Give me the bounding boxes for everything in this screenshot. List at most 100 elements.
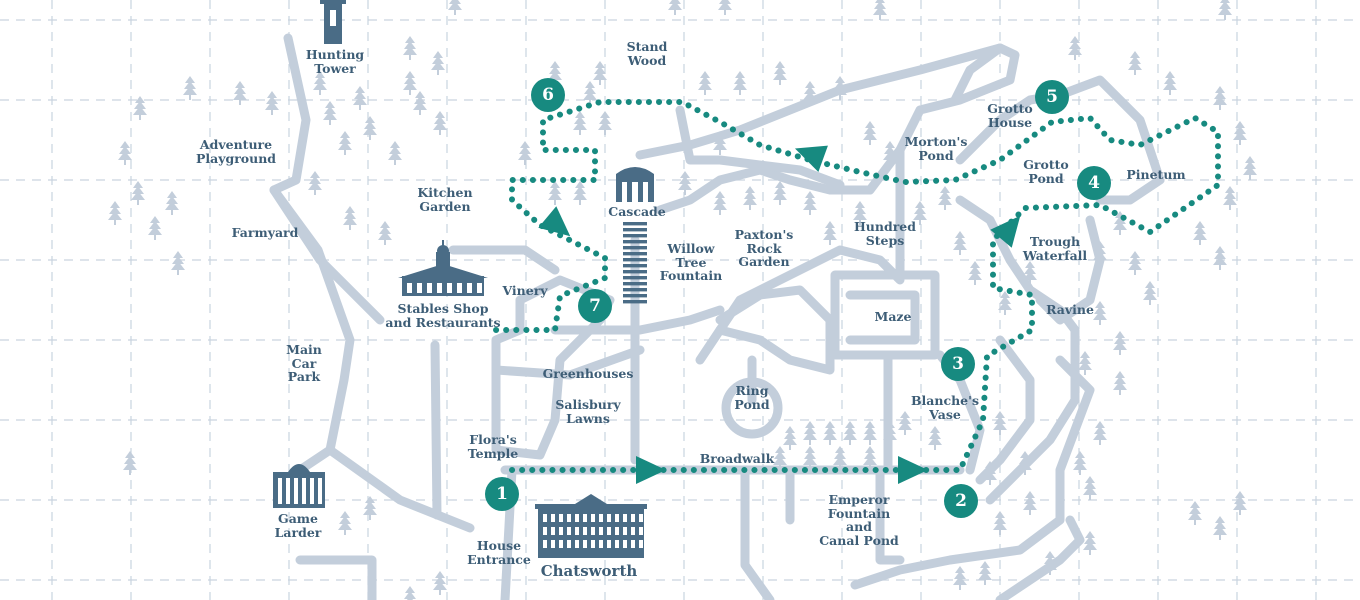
route-arrow-icon <box>990 215 1021 248</box>
tree-icon <box>718 0 732 15</box>
stop-7[interactable]: 7 <box>578 289 612 323</box>
tree-icon <box>598 111 612 135</box>
tree-icon <box>913 201 927 225</box>
label-greenhouses: Greenhouses <box>542 366 634 381</box>
tree-icon <box>108 201 122 225</box>
tree-icon <box>993 511 1007 535</box>
tree-icon <box>898 411 912 435</box>
tree-icon <box>338 131 352 155</box>
label-emperor-fountain: Emperor Fountain and Canal Pond <box>819 492 899 548</box>
path-rock-garden-2 <box>695 245 905 365</box>
tree-icon <box>133 96 147 120</box>
tree-icon <box>953 231 967 255</box>
tree-icon <box>123 451 137 475</box>
tree-icon <box>148 216 162 240</box>
path-southeast <box>995 515 1085 600</box>
tree-icon <box>313 71 327 95</box>
tree-icon <box>1193 221 1207 245</box>
label-mortons-pond: Morton's Pond <box>904 134 968 163</box>
tree-icon <box>873 0 887 20</box>
label-game-larder: Game Larder <box>274 511 322 540</box>
tree-icon <box>403 71 417 95</box>
label-floras-temple: Flora's Temple <box>467 432 519 461</box>
stables-icon <box>398 240 488 296</box>
path-north-loop-2 <box>675 105 845 190</box>
tree-icon <box>388 141 402 165</box>
path-rock-garden-loop <box>715 285 835 375</box>
tree-icon <box>863 421 877 445</box>
label-ravine: Ravine <box>1046 302 1094 317</box>
route-arrows <box>538 145 1021 484</box>
tree-icon <box>1023 491 1037 515</box>
path-east-3 <box>850 355 1095 590</box>
route-arrow-icon <box>538 206 571 237</box>
tree-icon <box>938 186 952 210</box>
path-farmyard-car-park <box>269 185 385 325</box>
tree-icon <box>1113 331 1127 355</box>
tree-icon <box>448 0 462 15</box>
tree-icon <box>1113 371 1127 395</box>
path-north-loop <box>635 43 1020 215</box>
stop-3[interactable]: 3 <box>941 347 975 381</box>
path-stables-vinery <box>448 245 560 275</box>
tree-icon <box>843 421 857 445</box>
label-hunting-tower: Hunting Tower <box>305 47 365 76</box>
tree-icon <box>431 51 445 75</box>
label-kitchen-garden: Kitchen Garden <box>417 185 473 214</box>
tree-icon <box>1083 476 1097 500</box>
tree-icon <box>165 191 179 215</box>
label-stand-wood: Stand Wood <box>626 39 668 68</box>
tree-icon <box>1068 36 1082 60</box>
tree-icon <box>1213 246 1227 270</box>
label-farmyard: Farmyard <box>231 225 299 240</box>
tree-icon <box>548 181 562 205</box>
tree-icon <box>413 91 427 115</box>
tree-icon <box>583 81 597 105</box>
label-paxtons-rock-garden: Paxton's Rock Garden <box>734 227 794 269</box>
tree-icon <box>773 181 787 205</box>
path-ravine <box>1035 215 1105 325</box>
stop-4[interactable]: 4 <box>1077 166 1111 200</box>
tree-icon <box>518 141 532 165</box>
stop-6[interactable]: 6 <box>531 78 565 112</box>
path-bottom-left <box>295 555 377 600</box>
tree-icon <box>338 511 352 535</box>
tree-icon <box>928 426 942 450</box>
stop-2[interactable]: 2 <box>944 484 978 518</box>
tree-icon <box>1243 156 1257 180</box>
label-vinery: Vinery <box>502 283 548 298</box>
path-maze-inner <box>845 290 920 345</box>
label-pinetum: Pinetum <box>1126 167 1186 182</box>
cascade-house-icon <box>616 167 654 202</box>
tree-icon <box>713 191 727 215</box>
path-south-1 <box>740 465 775 600</box>
path-pinetum <box>1055 75 1165 205</box>
chatsworth-house-icon <box>535 494 647 558</box>
tree-icon <box>593 61 607 85</box>
tree-icon <box>1233 121 1247 145</box>
label-main-car-park: Main Car Park <box>286 342 322 384</box>
tree-icon <box>363 116 377 140</box>
visitor-route <box>493 99 1221 473</box>
label-grotto-house: Grotto House <box>987 101 1033 130</box>
tree-icon <box>1233 491 1247 515</box>
tree-icon <box>343 206 357 230</box>
ring-pond <box>721 377 783 439</box>
label-hundred-steps: Hundred Steps <box>853 219 916 248</box>
stop-1[interactable]: 1 <box>485 477 519 511</box>
route-arrow-icon <box>898 456 928 484</box>
tree-icon <box>853 201 867 225</box>
tree-icon <box>308 171 322 195</box>
tree-icon <box>403 36 417 60</box>
tree-icon <box>1083 531 1097 555</box>
label-salisbury-lawns: Salisbury Lawns <box>555 397 621 426</box>
tree-icon <box>993 411 1007 435</box>
tree-icon <box>1163 71 1177 95</box>
tree-icon <box>1218 0 1232 20</box>
path-east-2 <box>975 335 1035 485</box>
tree-icon <box>783 426 797 450</box>
label-blanches-vase: Blanche's Vase <box>910 393 980 422</box>
tree-icon <box>1128 51 1142 75</box>
stop-5[interactable]: 5 <box>1035 80 1069 114</box>
